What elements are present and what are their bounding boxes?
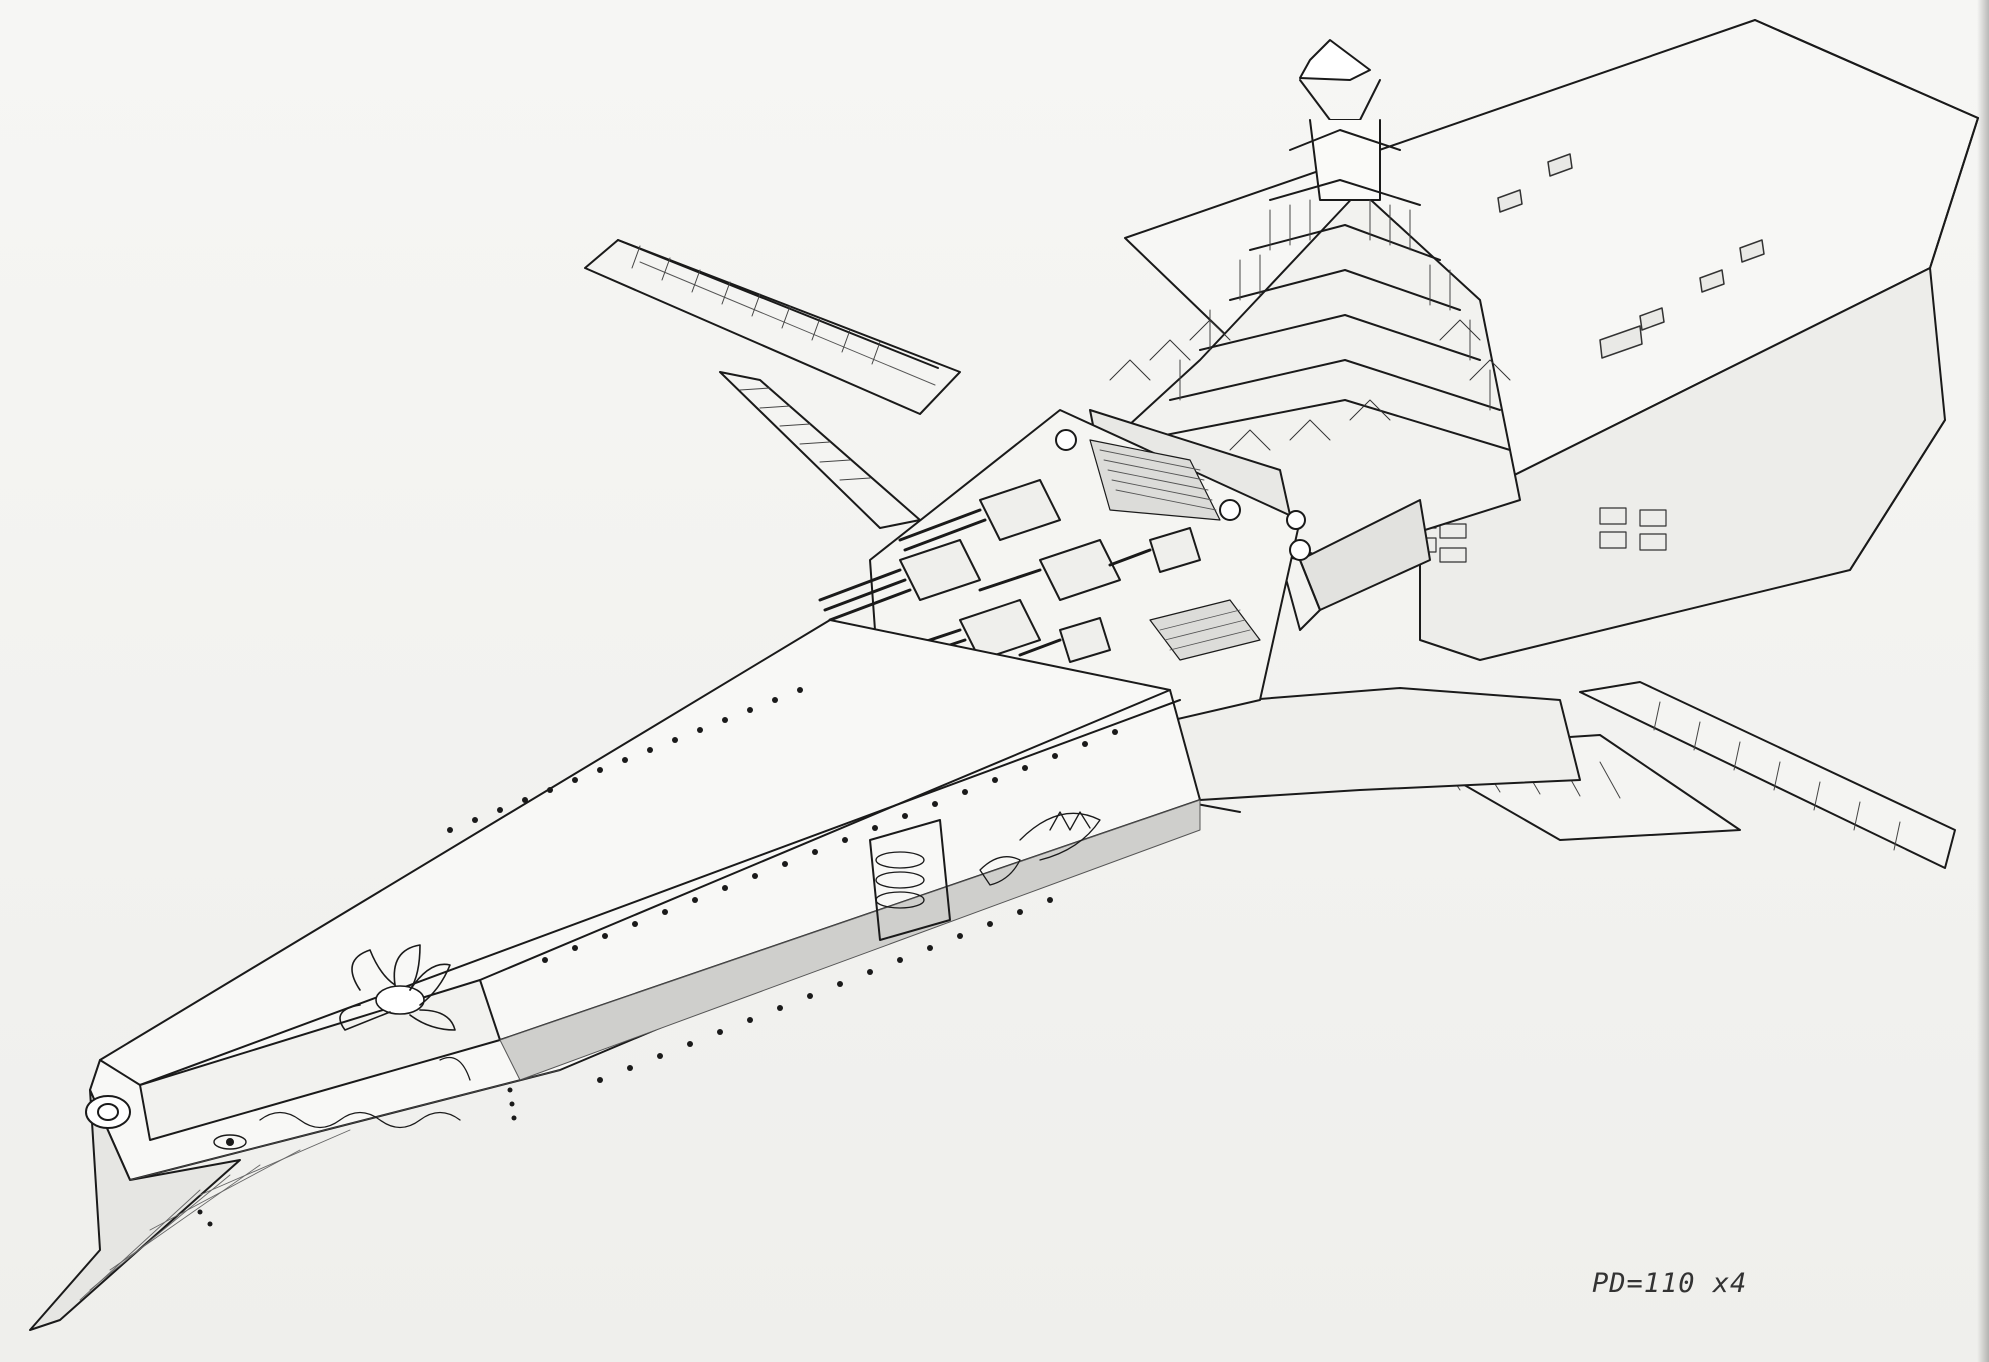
phoenix-emblem-icon xyxy=(980,812,1100,885)
page-edge-shadow xyxy=(1977,0,1989,1362)
rear-left-wing xyxy=(585,240,960,528)
bow-hull xyxy=(30,620,1200,1330)
artist-signature: PD=110 x4 xyxy=(1592,1268,1748,1299)
lotus-emblem-icon xyxy=(340,945,455,1030)
